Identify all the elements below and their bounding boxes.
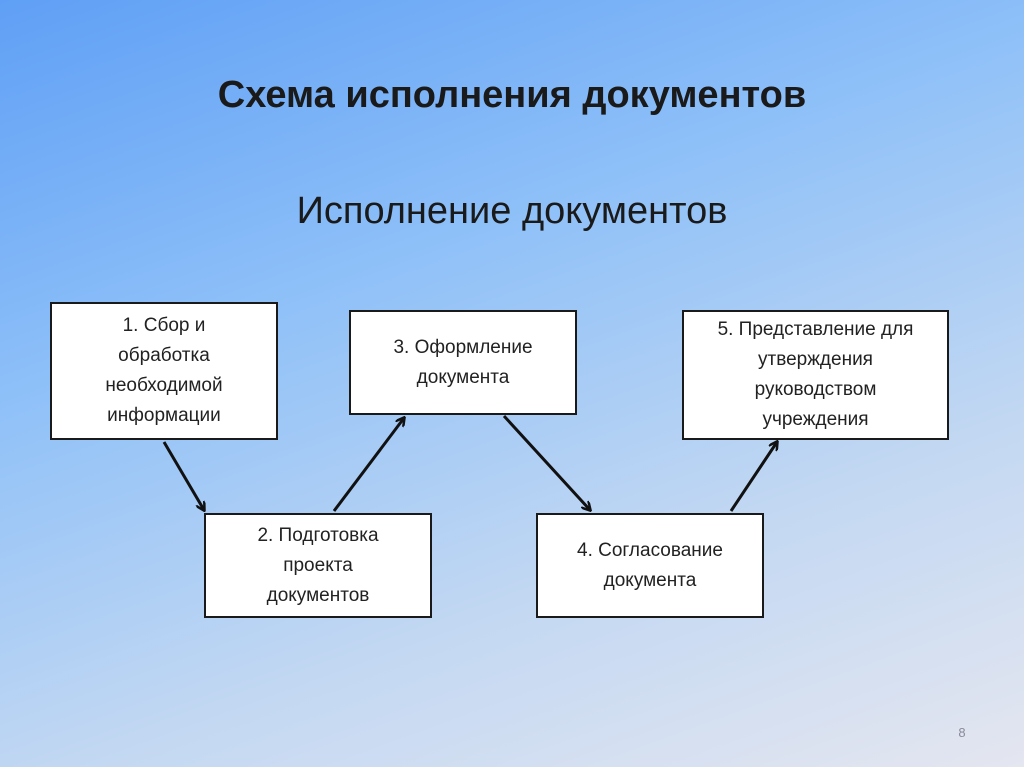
page-number: 8 [958,725,966,740]
step-1-box: 1. Сбор и обработка необходимой информац… [50,302,278,440]
arrow-step2-to-step3 [332,418,404,512]
step-5-box: 5. Представление для утверждения руковод… [682,310,949,440]
step-4-box: 4. Согласование документа [536,513,764,618]
step-3-box: 3. Оформление документа [349,310,577,415]
arrow-step3-to-step4 [502,414,590,510]
slide-subtitle: Исполнение документов [296,190,728,232]
slide-title: Схема исполнения документов [217,74,807,116]
arrow-step1-to-step2 [162,441,204,510]
arrow-step4-to-step5 [729,442,777,512]
step-2-box: 2. Подготовка проекта документов [204,513,432,618]
